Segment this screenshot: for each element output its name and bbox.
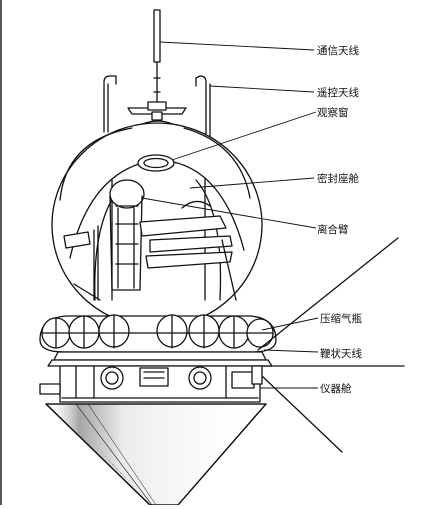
remote-antenna-left: [103, 75, 117, 133]
cabin-piping: [73, 225, 237, 301]
separation-arm: [109, 179, 145, 291]
leader-separation-arm: [141, 197, 317, 229]
cosmonaut-seat: [63, 200, 233, 269]
diagram-labels: 通信天线 遥控天线 观察窗 密封座舱 离合臂 压缩气瓶 鞭状天线 仪器舱: [317, 44, 362, 395]
leader-whip-antenna: [263, 349, 319, 353]
gas-bottles-ring: [39, 314, 277, 353]
label-sealed-cabin: 密封座舱: [317, 172, 359, 185]
leader-remote-antenna: [209, 85, 315, 93]
leader-sealed-cabin: [189, 177, 315, 189]
label-whip-antenna: 鞭状天线: [320, 347, 362, 360]
label-window: 观察窗: [317, 106, 349, 119]
remote-antenna-right: [195, 75, 211, 139]
label-instrument-module: 仪器舱: [320, 382, 352, 395]
label-gas-bottles: 压缩气瓶: [320, 312, 362, 325]
label-separation-arm: 离合臂: [317, 223, 349, 236]
retro-cone: [45, 403, 267, 506]
whip-antennas: [251, 237, 405, 453]
instrument-module: [39, 351, 273, 403]
observation-window: [137, 154, 175, 172]
label-remote-antenna: 遥控天线: [317, 86, 359, 99]
leader-gas-bottles: [261, 317, 319, 331]
leader-window: [171, 111, 317, 161]
leader-lines: [141, 41, 319, 389]
leader-comm-antenna: [159, 41, 315, 51]
comm-antenna: [153, 9, 161, 109]
label-comm-antenna: 通信天线: [317, 44, 359, 57]
